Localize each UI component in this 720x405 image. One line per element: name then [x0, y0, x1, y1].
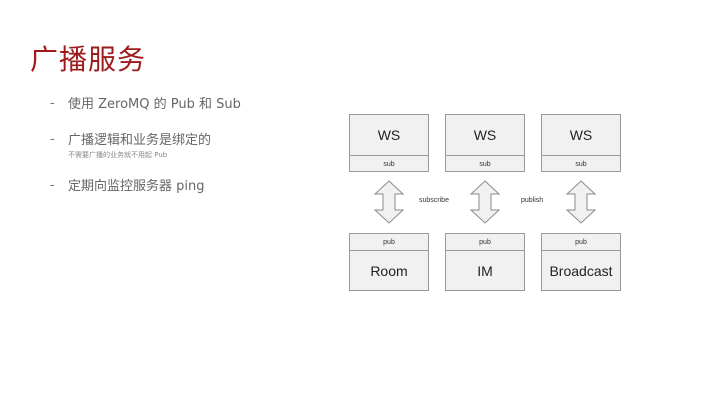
subscribe-label: subscribe — [419, 197, 449, 204]
bullet-list: - 使用 ZeroMQ 的 Pub 和 Sub - 广播逻辑和业务是绑定的 不需… — [50, 96, 330, 214]
bullet-text: 使用 ZeroMQ 的 Pub 和 Sub — [68, 97, 241, 112]
bullet-subtext: 不需要广播的业务就不用起 Pub — [68, 151, 168, 159]
room-box-port: pub — [350, 234, 428, 251]
bullet-dash: - — [50, 178, 55, 193]
ws-box-title: WS — [350, 115, 428, 156]
bullet-text: 广播逻辑和业务是绑定的 — [68, 133, 212, 148]
double-arrow-icon — [373, 180, 405, 224]
bullet-dash: - — [50, 96, 55, 111]
publish-label: publish — [521, 197, 544, 204]
bullet-text: 定期向监控服务器 ping — [68, 179, 205, 194]
ws-box-port: sub — [479, 160, 491, 168]
double-arrow-icon — [469, 180, 501, 224]
broadcast-box: pub Broadcast — [541, 233, 621, 291]
bullet-dash: - — [50, 132, 55, 147]
bullet-item: - 广播逻辑和业务是绑定的 不需要广播的业务就不用起 Pub — [50, 132, 330, 160]
ws-box-title: WS — [542, 115, 620, 156]
double-arrow-icon — [565, 180, 597, 224]
ws-box: WS sub — [541, 114, 621, 172]
im-box-title: IM — [477, 263, 493, 279]
ws-box-title: WS — [446, 115, 524, 156]
ws-box-port: sub — [383, 160, 395, 168]
bullet-item: - 定期向监控服务器 ping — [50, 178, 330, 196]
im-box-port: pub — [446, 234, 524, 251]
room-box-title: Room — [370, 263, 408, 279]
im-box: pub IM — [445, 233, 525, 291]
bullet-item: - 使用 ZeroMQ 的 Pub 和 Sub — [50, 96, 330, 114]
slide-title: 广播服务 — [30, 43, 147, 76]
room-box: pub Room — [349, 233, 429, 291]
ws-box: WS sub — [349, 114, 429, 172]
ws-box: WS sub — [445, 114, 525, 172]
ws-box-port: sub — [575, 160, 587, 168]
broadcast-box-port: pub — [542, 234, 620, 251]
broadcast-box-title: Broadcast — [549, 263, 613, 279]
